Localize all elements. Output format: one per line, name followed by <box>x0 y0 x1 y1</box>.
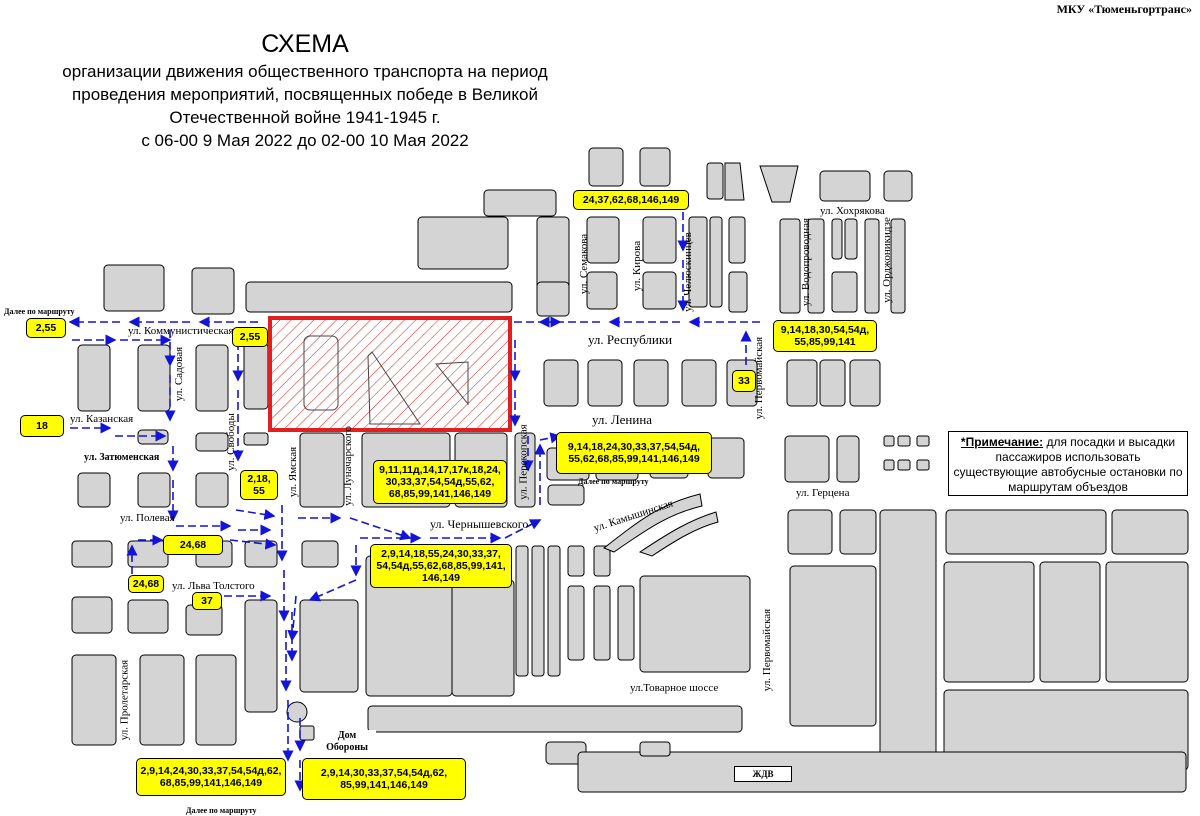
route-box-bottom-right: 2,9,14,30,33,37,54,54д,62, 85,99,141,146… <box>302 758 466 800</box>
street-ordzhonikidze: ул. Орджоникидзе <box>880 217 893 303</box>
city-blocks <box>71 147 1189 793</box>
subtitle-line-1: организации движения общественного транс… <box>62 62 548 81</box>
subtitle-line-3: Отечественной войне 1941-1945 г. <box>169 108 441 127</box>
street-respubliki: ул. Республики <box>588 332 673 347</box>
route-box-37: 37 <box>192 592 222 610</box>
street-poleva: ул. Полевая <box>120 512 175 524</box>
route-box-center-left: 9,11,11д,14,17,17к,18,24, 30,33,37,54,54… <box>373 460 507 504</box>
route-box-komm-2-55: 2,55 <box>232 327 268 347</box>
street-tovarnoe: ул.Товарное шоссе <box>630 682 719 694</box>
page-title: СХЕМА <box>261 30 349 58</box>
note-heading: *Примечание: <box>960 435 1044 449</box>
note-text: для посадки и высадки пассажиров использ… <box>953 435 1183 494</box>
street-zatyumenskaya: ул. Затюменская <box>84 452 160 463</box>
route-box-center-right: 9,14,18,24,30,33,37,54,54д, 55,62,68,85,… <box>556 432 712 474</box>
route-box-2-18-55: 2,18, 55 <box>240 470 278 500</box>
street-chernyshevskogo: ул. Чернышевского <box>430 517 529 531</box>
zhdv-label: ЖДВ <box>734 766 792 782</box>
route-box-24-68-lower: 24,68 <box>128 575 164 593</box>
street-perekopskaya: ул. Перекопская <box>517 424 530 500</box>
route-box-33: 33 <box>732 370 756 392</box>
route-box-bottom-left: 2,9,14,24,30,33,37,54,54д,62, 68,85,99,1… <box>136 758 286 796</box>
subtitle-line-2: проведения мероприятий, посвященных побе… <box>72 85 538 104</box>
street-svobody: ул. Свободы <box>224 413 237 471</box>
street-lenina: ул. Ленина <box>592 412 653 427</box>
street-sadovaya: ул. Садовая <box>173 346 186 402</box>
further-route-label-left: Далее по маршруту <box>4 307 75 316</box>
route-box-18: 18 <box>20 415 64 437</box>
organization-name: МКУ «Тюменьгортранс» <box>1056 2 1192 16</box>
subtitle-line-4: с 06-00 9 Мая 2022 до 02-00 10 Мая 2022 <box>141 131 469 150</box>
street-khokhryakova: ул. Хохрякова <box>820 205 885 217</box>
street-semakova: ул. Семакова <box>578 233 591 295</box>
route-box-chernyshevskogo: 2,9,14,18,55,24,30,33,37, 54,54д,55,62,6… <box>370 544 512 588</box>
street-vodoprovodnaya: ул. Водопроводная <box>800 217 813 307</box>
further-route-label-center: Далее по маршруту <box>578 477 649 486</box>
street-pervomayskaya-bottom: ул. Первомайская <box>761 608 774 692</box>
street-lunacharskogo: ул. Луначарского <box>341 426 354 506</box>
street-chelyuskintsev: ул. Челюскинцев <box>681 232 694 312</box>
route-box-pervomayskaya: 9,14,18,30,54,54д, 55,85,99,141 <box>773 320 877 352</box>
street-gertsena: ул. Герцена <box>796 487 850 499</box>
detour-route-arrows <box>68 212 760 792</box>
closed-zone <box>268 316 512 432</box>
street-kirova: ул. Кирова <box>631 240 644 292</box>
note-box: *Примечание: для посадки и высадки пасса… <box>948 431 1188 496</box>
street-kommunisticheskaya: ул. Коммунистическая <box>128 325 234 337</box>
further-route-label-bottom: Далее по маршруту <box>186 806 257 815</box>
route-box-top-semakova: 24,37,62,68,146,149 <box>573 190 689 210</box>
route-box-left-2-55: 2,55 <box>26 318 66 338</box>
street-proletarskaya: ул. Пролетарская <box>118 659 131 741</box>
street-yamskaya: ул. Ямская <box>287 446 300 498</box>
street-lva-tolstogo: ул. Льва Толстого <box>172 580 255 592</box>
street-kazanskaya: ул. Казанская <box>70 413 134 425</box>
route-box-24-68-upper: 24,68 <box>163 535 223 555</box>
dom-oborony-label: Дом Обороны <box>318 730 376 756</box>
